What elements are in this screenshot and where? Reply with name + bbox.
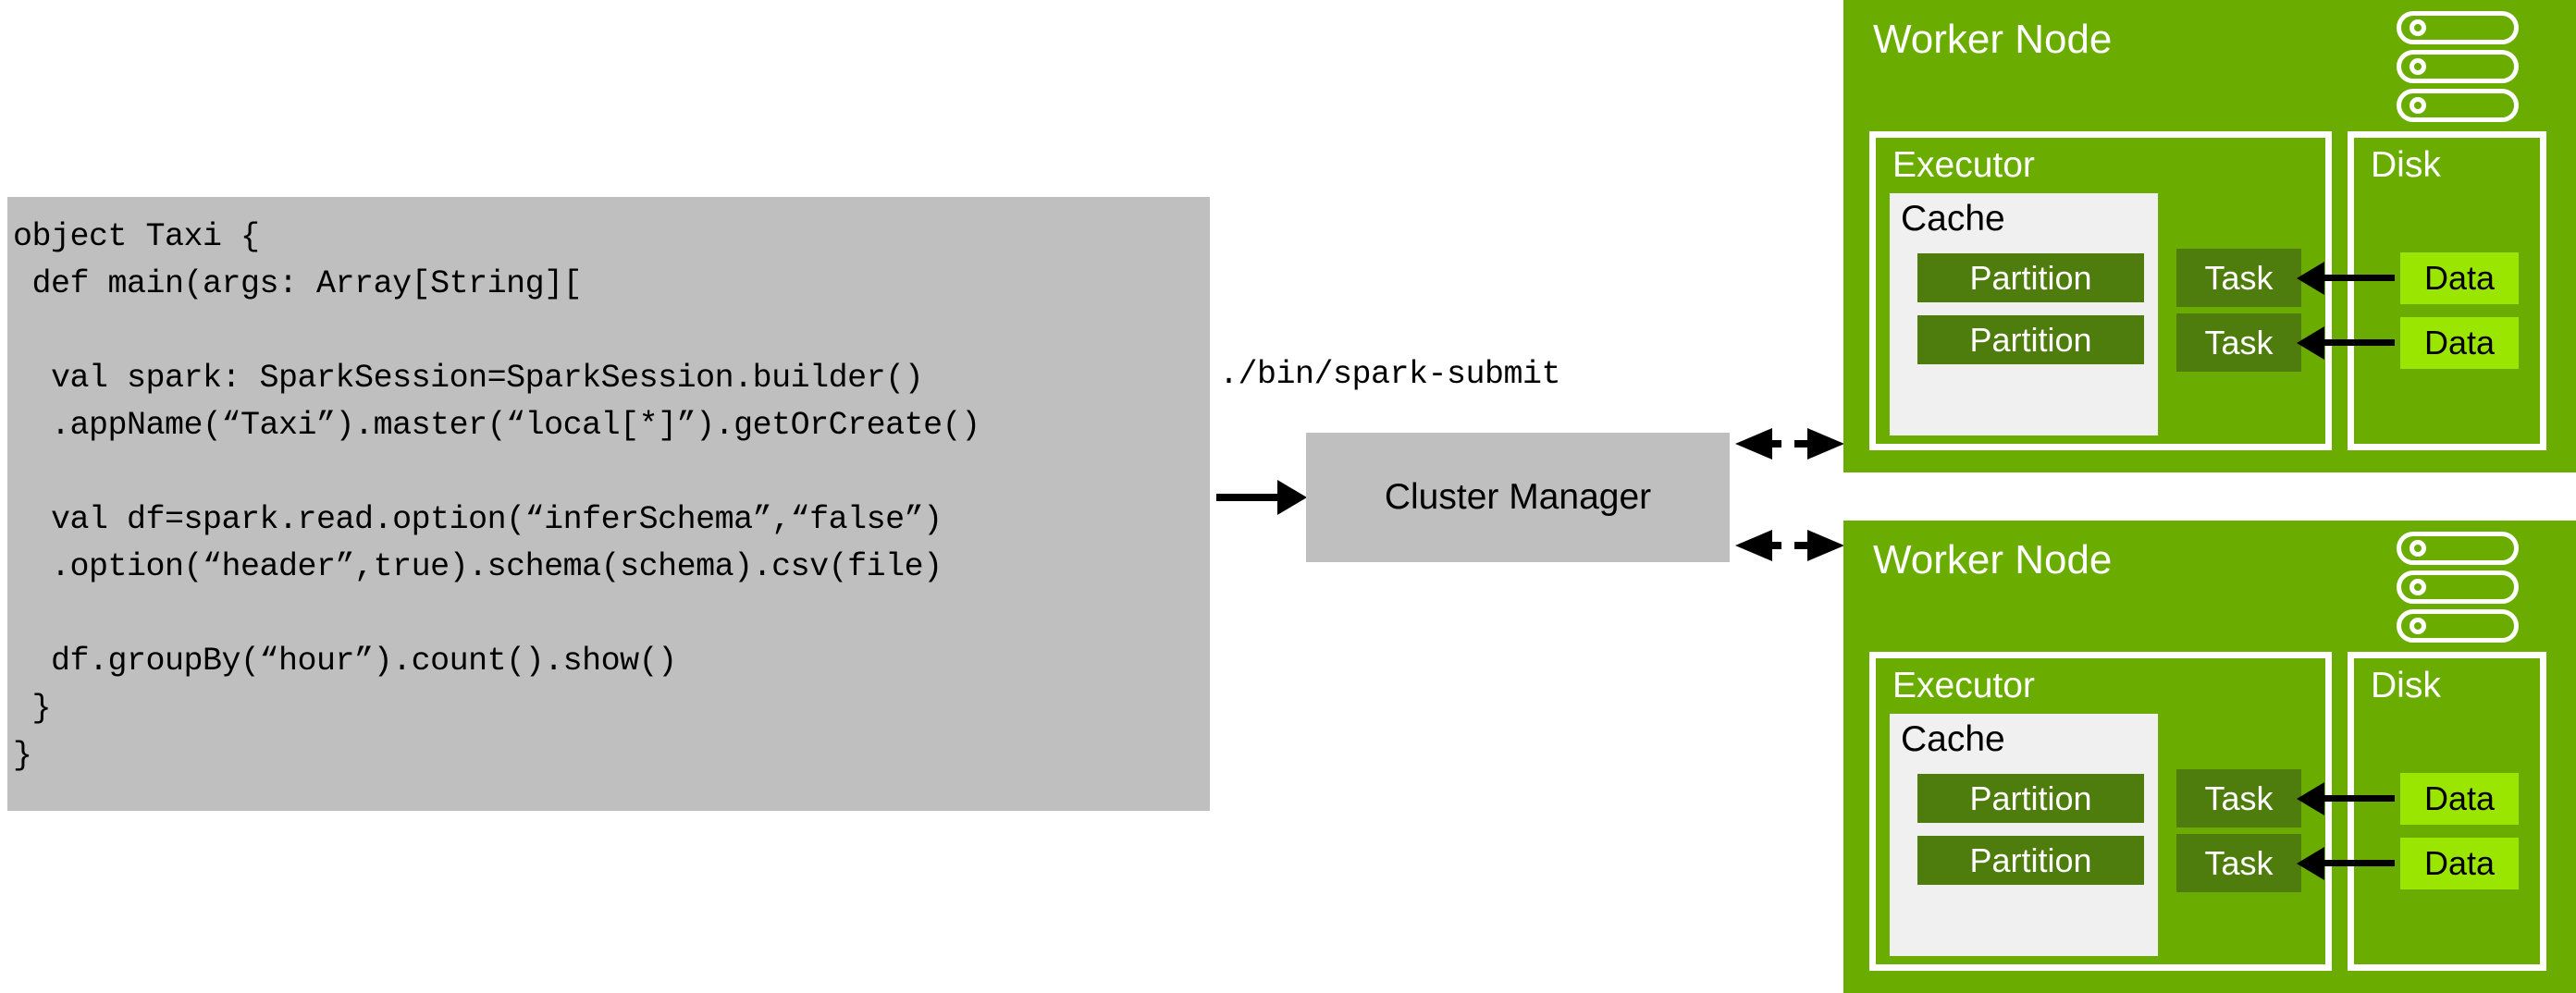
partition-box: Partition xyxy=(1917,315,2144,364)
data-to-task-arrow xyxy=(2297,847,2395,880)
code-line: .appName(“Taxi”).master(“local[*]”).getO… xyxy=(13,407,980,444)
disk-platter xyxy=(2397,532,2519,565)
code-line: def main(args: Array[String][ xyxy=(13,265,583,302)
submit-arrow xyxy=(1216,480,1307,515)
dotted-line xyxy=(1767,440,1813,447)
disk-title: Disk xyxy=(2371,145,2441,185)
worker-node: Worker Node Executor Cache Partition Par… xyxy=(1843,521,2576,993)
disk-indicator xyxy=(2410,618,2426,634)
disk-indicator xyxy=(2410,58,2426,75)
code-line: object Taxi { xyxy=(13,218,260,255)
code-panel: object Taxi { def main(args: Array[Strin… xyxy=(7,197,1210,811)
disk-box: Disk Data Data xyxy=(2348,652,2546,971)
arrow-head-left xyxy=(1735,428,1772,460)
task-box: Task xyxy=(2176,313,2301,372)
task-box: Task xyxy=(2176,769,2301,828)
arrow-head-left xyxy=(1735,530,1772,561)
arrow-head-right xyxy=(1807,530,1844,561)
disk-indicator xyxy=(2410,540,2426,557)
disk-indicator xyxy=(2410,579,2426,595)
disk-stack-icon xyxy=(2397,11,2519,122)
worker-node: Worker Node Executor Cache Partition Par… xyxy=(1843,0,2576,472)
cache-title: Cache xyxy=(1901,719,2005,759)
disk-indicator xyxy=(2410,97,2426,114)
code-line-blank xyxy=(7,591,1210,638)
cache-box: Cache Partition Partition xyxy=(1890,714,2158,956)
task-box: Task xyxy=(2176,834,2301,892)
data-to-task-arrow xyxy=(2297,782,2395,815)
code-line: val spark: SparkSession=SparkSession.bui… xyxy=(13,360,924,397)
cache-box: Cache Partition Partition xyxy=(1890,193,2158,435)
disk-box: Disk Data Data xyxy=(2348,131,2546,450)
disk-platter xyxy=(2397,570,2519,604)
code-line: .option(“header”,true).schema(schema).cs… xyxy=(13,548,943,585)
partition-box: Partition xyxy=(1917,774,2144,823)
code-line: } xyxy=(13,737,32,774)
cluster-manager-label: Cluster Manager xyxy=(1384,477,1652,517)
worker-node-title: Worker Node xyxy=(1873,537,2113,582)
executor-box: Executor Cache Partition Partition Task … xyxy=(1869,131,2332,450)
arrow-head-right xyxy=(1807,428,1844,460)
disk-indicator xyxy=(2410,19,2426,36)
data-box: Data xyxy=(2400,838,2519,889)
task-box: Task xyxy=(2176,249,2301,307)
data-box: Data xyxy=(2400,252,2519,304)
dotted-line xyxy=(1767,542,1813,549)
executor-title: Executor xyxy=(1892,145,2035,185)
cluster-worker2-link xyxy=(1735,530,1844,561)
code-line-blank xyxy=(7,308,1210,355)
partition-box: Partition xyxy=(1917,253,2144,302)
disk-title: Disk xyxy=(2371,666,2441,705)
data-to-task-arrow xyxy=(2297,262,2395,295)
data-box: Data xyxy=(2400,773,2519,825)
worker-node-title: Worker Node xyxy=(1873,17,2113,62)
disk-stack-icon xyxy=(2397,532,2519,643)
cluster-worker1-link xyxy=(1735,428,1844,460)
data-box: Data xyxy=(2400,317,2519,369)
cache-title: Cache xyxy=(1901,199,2005,239)
cluster-manager-box: Cluster Manager xyxy=(1306,433,1730,562)
disk-platter xyxy=(2397,89,2519,122)
code-line: } xyxy=(13,690,52,727)
partition-box: Partition xyxy=(1917,836,2144,885)
executor-title: Executor xyxy=(1892,666,2035,705)
executor-box: Executor Cache Partition Partition Task … xyxy=(1869,652,2332,971)
code-line-blank xyxy=(7,449,1210,496)
disk-platter xyxy=(2397,50,2519,83)
data-to-task-arrow xyxy=(2297,326,2395,360)
spark-submit-label: ./bin/spark-submit xyxy=(1219,356,1561,393)
code-line: val df=spark.read.option(“inferSchema”,“… xyxy=(13,501,943,538)
disk-platter xyxy=(2397,609,2519,643)
disk-platter xyxy=(2397,11,2519,44)
code-line: df.groupBy(“hour”).count().show() xyxy=(13,643,677,680)
